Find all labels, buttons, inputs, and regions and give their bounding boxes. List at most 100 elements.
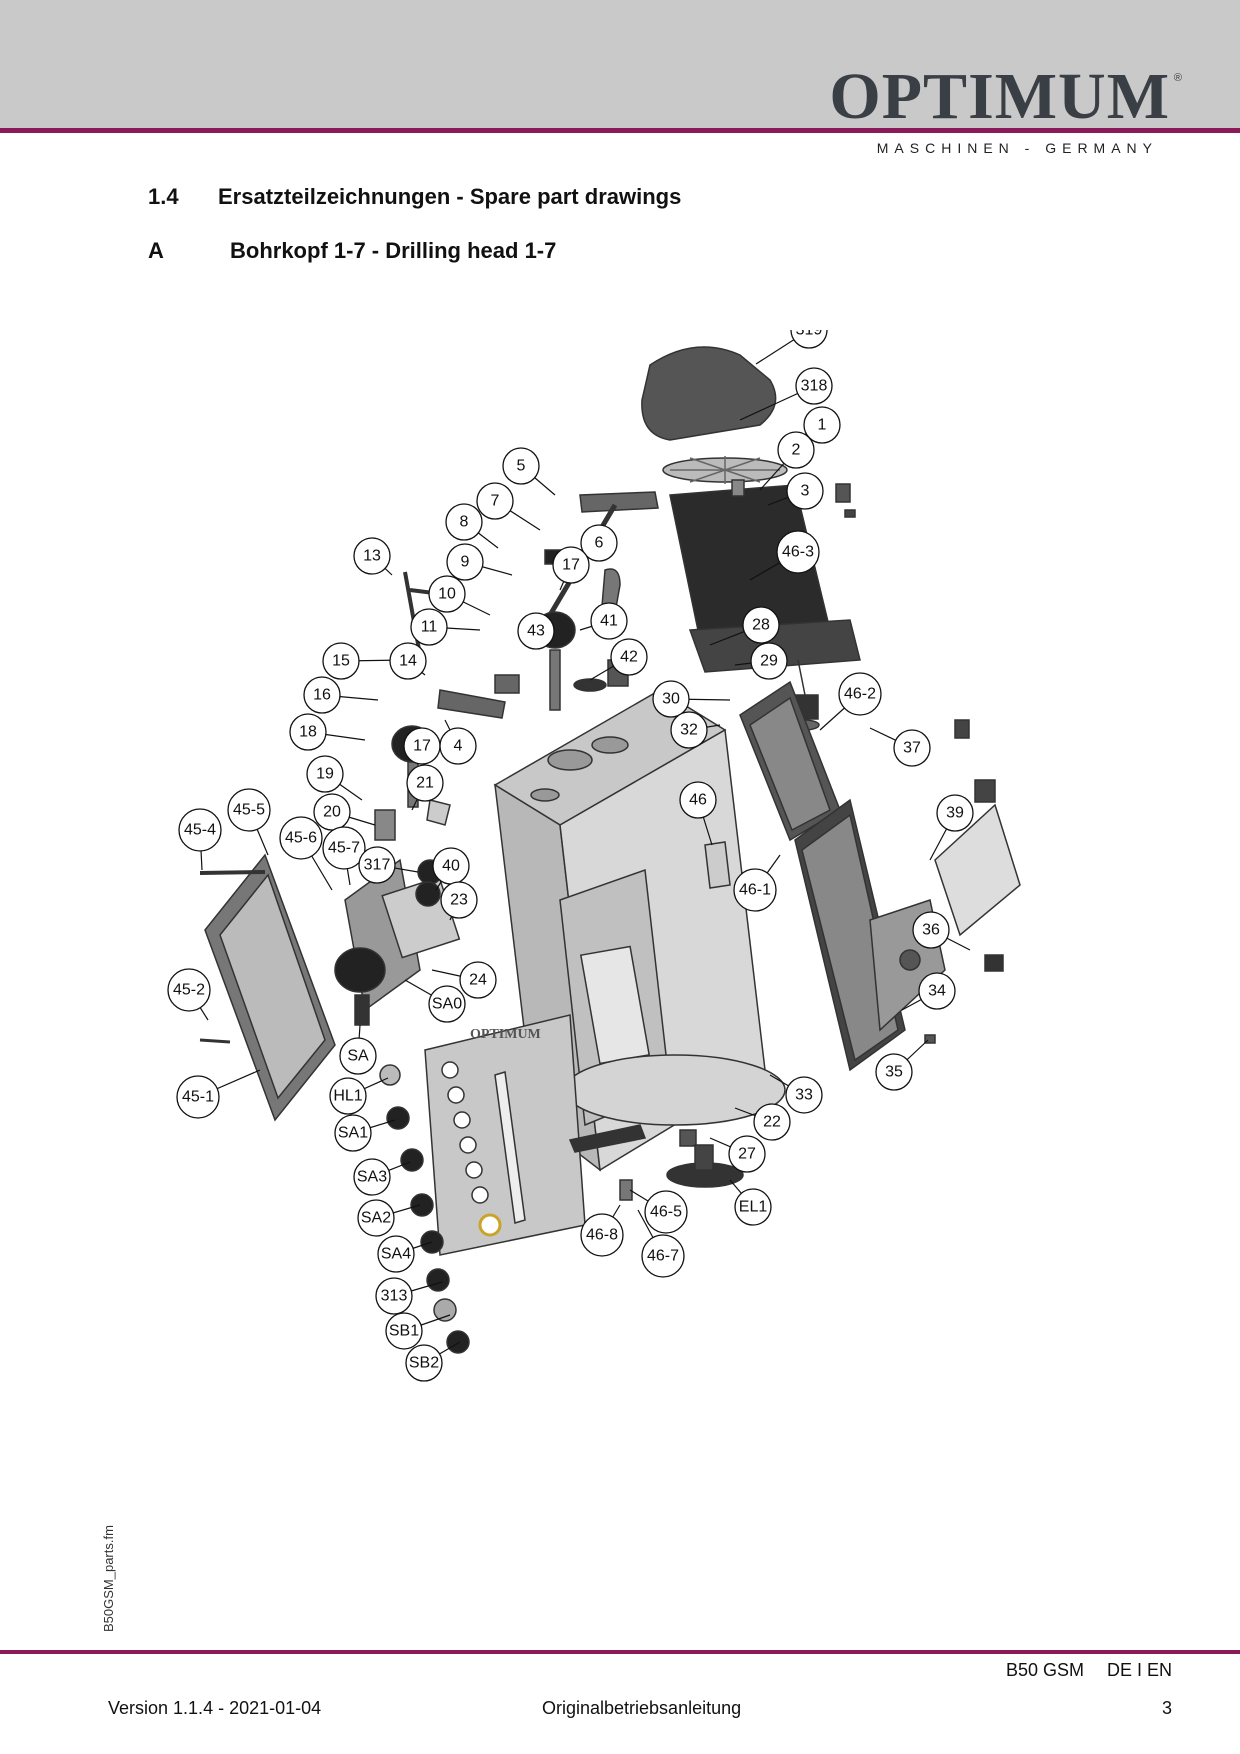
callout-label: 46-3: [782, 544, 814, 561]
spacer-disc: [573, 678, 607, 692]
callout-label: 3: [801, 483, 810, 500]
callout-label: 42: [620, 649, 638, 666]
callout-label: 45-5: [233, 802, 265, 819]
callout-label: 46-5: [650, 1204, 682, 1221]
plug-part: [974, 779, 996, 803]
callout-bubble: [776, 530, 820, 574]
callout-bubble: [439, 727, 477, 765]
callout-label: 20: [323, 804, 341, 821]
callout-label: SB1: [389, 1323, 419, 1340]
callout-label: 46-7: [647, 1248, 679, 1265]
footer-document-type: Originalbetriebsanleitung: [542, 1698, 742, 1718]
callout-label: 46-2: [844, 686, 876, 703]
page-number: 3: [1162, 1698, 1173, 1718]
callout-label: 27: [738, 1146, 756, 1163]
callout-label: 46-1: [739, 882, 771, 899]
callout-label: 10: [438, 586, 456, 603]
parts-illustration: OPTIMUM: [199, 346, 1021, 1354]
callout-bubble: [405, 1344, 443, 1382]
callout-label: 1: [818, 417, 827, 434]
brand-logo-name: OPTIMUM: [829, 60, 1170, 133]
bolt-part: [844, 509, 856, 518]
callout-label: 14: [399, 653, 417, 670]
callout-bubble: [353, 1158, 391, 1196]
callout-bubble: [353, 537, 391, 575]
callout-bubble: [610, 638, 648, 676]
motor-fan-cover: [641, 346, 777, 441]
callout-label: SA3: [357, 1169, 387, 1186]
callout-label: SA1: [338, 1125, 368, 1142]
callout-bubble: [893, 729, 931, 767]
callout-bubble: [790, 330, 828, 349]
callout-bubble: [357, 1199, 395, 1237]
plug-part: [984, 954, 1004, 972]
callout-label: 6: [595, 535, 604, 552]
callout-bubble: [785, 1076, 823, 1114]
callout-bubble: [428, 575, 466, 613]
callout-bubble: [428, 985, 466, 1023]
callout-bubble: [440, 881, 478, 919]
plug-part: [954, 719, 970, 739]
callout-label: 45-7: [328, 840, 360, 857]
callout-label: 17: [562, 557, 580, 574]
callout-label: SA: [347, 1048, 369, 1065]
lower-parts: [568, 1124, 744, 1201]
callout-bubble: [580, 524, 618, 562]
callout-bubble: [306, 755, 344, 793]
callout-bubble: [322, 642, 360, 680]
callout-label: 45-4: [184, 822, 216, 839]
callout-label: 32: [680, 722, 698, 739]
callout-bubble: [777, 431, 815, 469]
callout-bubble: [912, 911, 950, 949]
callout-label: 21: [416, 775, 434, 792]
footer-rule: [0, 1650, 1240, 1654]
section-number: 1.4: [148, 184, 179, 209]
motor-fan: [662, 456, 788, 484]
callout-bubble: [289, 713, 327, 751]
callout-bubble: [803, 406, 841, 444]
callout-bubble: [339, 1037, 377, 1075]
filter-mat: [934, 803, 1021, 937]
callout-label: 11: [421, 619, 438, 636]
callout-bubble: [329, 1077, 367, 1115]
callout-label: 46: [689, 792, 707, 809]
callout-bubble: [786, 472, 824, 510]
callout-label: 318: [801, 378, 828, 395]
callout-bubble: [552, 546, 590, 584]
callout-bubble: [679, 781, 717, 819]
footer-version: Version 1.1.4 - 2021-01-04: [108, 1698, 322, 1718]
callout-bubble: [641, 1234, 685, 1278]
callout-label: 313: [381, 1288, 408, 1305]
callout-label: 39: [946, 805, 964, 822]
bolt-part: [835, 483, 851, 503]
callout-bubble: [644, 1190, 688, 1234]
section-title: Ersatzteilzeichnungen - Spare part drawi…: [218, 184, 682, 209]
callout-bubble: [670, 711, 708, 749]
callout-label: 18: [299, 724, 317, 741]
footer-model: B50 GSM: [1006, 1660, 1085, 1680]
callout-label: 41: [600, 613, 618, 630]
callout-bubble: [838, 672, 882, 716]
callout-bubble: [167, 968, 211, 1012]
callout-bubble: [322, 826, 366, 870]
callout-bubble: [459, 961, 497, 999]
callout-bubble: [875, 1053, 913, 1091]
callout-bubble: [334, 1114, 372, 1152]
callout-label: 46-8: [586, 1227, 618, 1244]
callout-bubble: [406, 764, 444, 802]
callout-label: 23: [450, 892, 468, 909]
callout-bubble: [795, 367, 833, 405]
callout-label: 33: [795, 1087, 813, 1104]
callout-label: EL1: [739, 1199, 768, 1216]
source-file-label: B50GSM_parts.fm: [101, 1525, 116, 1632]
callout-label: 2: [792, 442, 801, 459]
callout-label: 17: [413, 738, 431, 755]
callout-label: 45-6: [285, 830, 317, 847]
callout-bubble: [734, 1188, 772, 1226]
callout-label: 4: [454, 738, 463, 755]
exploded-parts-drawing: OPTIMUM 319318123578691746-3131041281143…: [167, 330, 1021, 1382]
lever-assembly-left: [374, 689, 506, 841]
brand-registered-mark: ®: [1173, 72, 1182, 84]
callout-bubble: [753, 1103, 791, 1141]
